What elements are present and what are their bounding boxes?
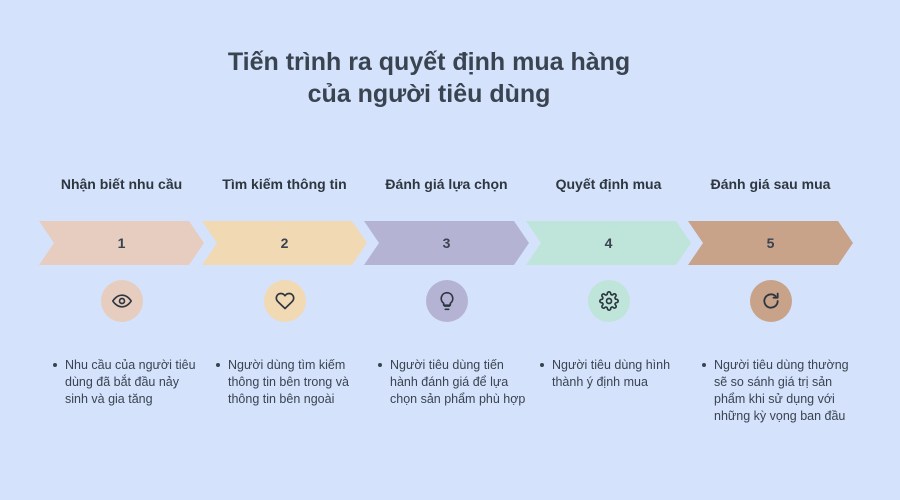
title-line-1: Tiến trình ra quyết định mua hàng bbox=[227, 48, 631, 76]
step-description: Người tiêu dùng thường sẽ so sánh giá tr… bbox=[702, 357, 850, 425]
icon-badge bbox=[101, 280, 143, 322]
gear-icon bbox=[599, 291, 619, 311]
step-2: Tìm kiếm thông tin 2 Người dùng tìm kiếm… bbox=[202, 0, 367, 500]
step-arrow: 4 bbox=[526, 221, 691, 265]
step-description-text: Người tiêu dùng thường sẽ so sánh giá tr… bbox=[714, 358, 849, 423]
eye-icon bbox=[112, 294, 132, 308]
step-number: 4 bbox=[604, 235, 613, 251]
step-arrow: 2 bbox=[202, 221, 367, 265]
heart-icon bbox=[275, 292, 295, 310]
refresh-icon bbox=[763, 292, 779, 309]
step-heading: Nhận biết nhu cầu bbox=[60, 176, 183, 192]
step-5: Đánh giá sau mua 5 Người tiêu dùng thườn… bbox=[688, 0, 853, 500]
step-heading: Tìm kiếm thông tin bbox=[222, 176, 347, 192]
step-1: Nhận biết nhu cầu 1 Nhu cầu của người ti… bbox=[39, 0, 204, 500]
step-number: 5 bbox=[766, 235, 775, 251]
lightbulb-icon bbox=[440, 291, 454, 311]
step-3: Đánh giá lựa chọn 3 Người tiêu dùng tiến… bbox=[364, 0, 529, 500]
step-heading: Đánh giá lựa chọn bbox=[385, 176, 508, 192]
step-description-text: Người tiêu dùng hình thành ý định mua bbox=[552, 358, 671, 389]
step-description-text: Nhu cầu của người tiêu dùng đã bắt đầu n… bbox=[65, 358, 196, 406]
step-arrow: 1 bbox=[39, 221, 204, 265]
step-description: Người tiêu dùng tiến hành đánh giá để lự… bbox=[378, 357, 526, 408]
step-description: Người tiêu dùng hình thành ý định mua bbox=[540, 357, 688, 391]
step-description-text: Người dùng tìm kiếm thông tin bên trong … bbox=[228, 358, 349, 406]
step-arrow: 5 bbox=[688, 221, 853, 265]
icon-badge bbox=[750, 280, 792, 322]
icon-badge bbox=[426, 280, 468, 322]
step-description: Nhu cầu của người tiêu dùng đã bắt đầu n… bbox=[53, 357, 201, 408]
diagram-title: Tiến trình ra quyết định mua hàng của ng… bbox=[0, 46, 858, 110]
step-number: 3 bbox=[442, 235, 451, 251]
step-description-text: Người tiêu dùng tiến hành đánh giá để lự… bbox=[390, 358, 526, 406]
step-number: 2 bbox=[280, 235, 289, 251]
step-heading: Quyết định mua bbox=[555, 176, 662, 192]
step-number: 1 bbox=[117, 235, 126, 251]
icon-badge bbox=[264, 280, 306, 322]
step-description: Người dùng tìm kiếm thông tin bên trong … bbox=[216, 357, 364, 408]
step-arrow: 3 bbox=[364, 221, 529, 265]
step-heading: Đánh giá sau mua bbox=[710, 176, 831, 192]
step-4: Quyết định mua 4 Người tiêu dùng hình th… bbox=[526, 0, 691, 500]
icon-badge bbox=[588, 280, 630, 322]
title-line-2: của người tiêu dùng bbox=[307, 80, 551, 108]
